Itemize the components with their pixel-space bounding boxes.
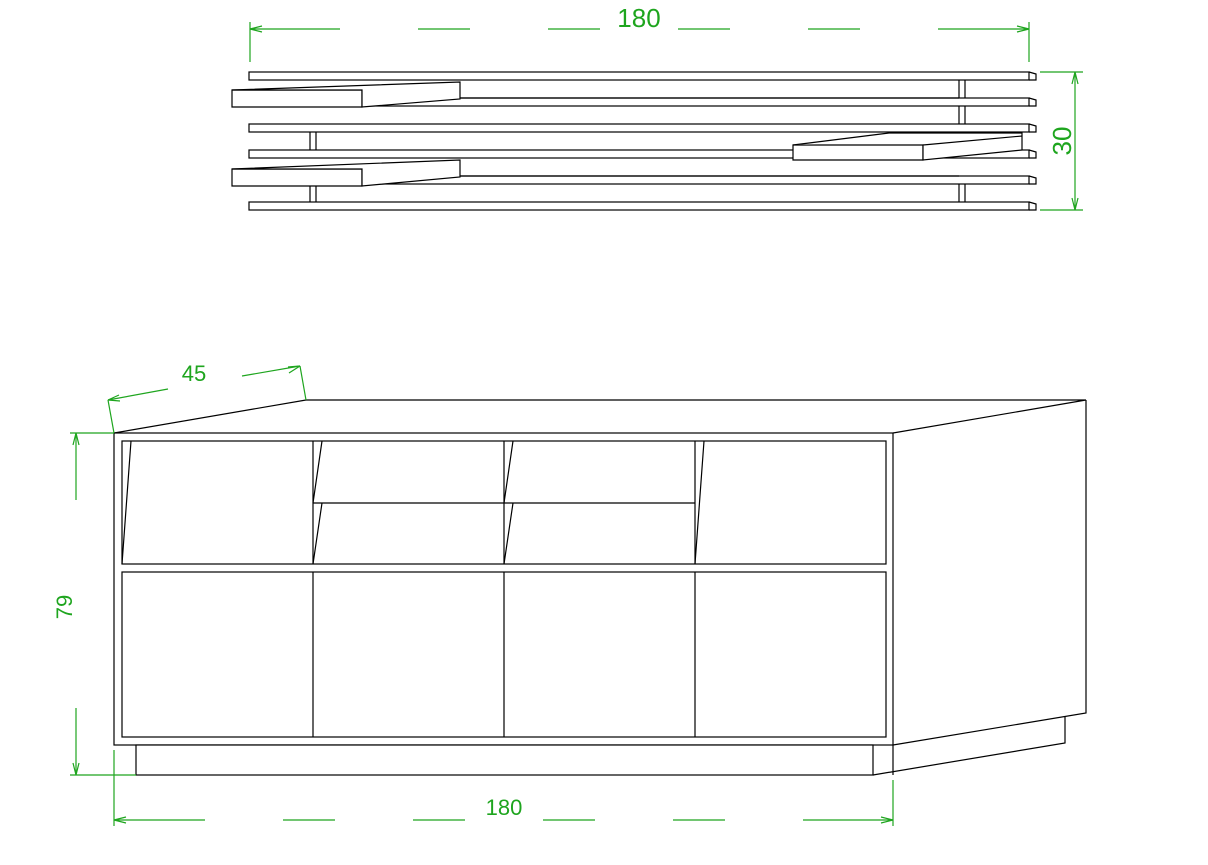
- cabinet-top-plane: [113, 399, 1087, 434]
- plan-width-arrows: [249, 25, 1030, 33]
- elevation-width-label: 180: [486, 795, 523, 820]
- elevation-height-arrows: [72, 432, 80, 776]
- plan-view: [231, 71, 1037, 211]
- elevation-height-dimension: 79: [52, 432, 136, 776]
- plan-width-label: 180: [617, 3, 660, 33]
- elevation-height-extension-lines: [70, 432, 136, 776]
- elevation-depth-dimension-line: [107, 365, 301, 401]
- cabinet-side-plane: [892, 400, 1087, 746]
- plan-posts: [309, 80, 966, 202]
- plan-flap-right: [792, 144, 924, 161]
- plan-slat-ends: [1028, 71, 1037, 211]
- elevation-width-extension-lines: [113, 750, 894, 826]
- plan-flap-upper-left-face: [231, 81, 461, 108]
- plan-rails: [460, 97, 959, 177]
- elevation-depth-label: 45: [182, 361, 206, 386]
- elevation-depth-extension-lines: [107, 365, 307, 434]
- plan-depth-extension-lines: [1040, 71, 1083, 211]
- plan-flap-upper-left: [231, 89, 363, 108]
- plan-slat-1: [248, 71, 1030, 81]
- upper-bevels: [121, 440, 705, 565]
- plan-slat-4: [248, 149, 1030, 159]
- elevation-depth-dimension: 45: [107, 361, 307, 434]
- plan-slat-3: [248, 123, 1030, 133]
- plan-flap-lower-left: [231, 168, 363, 187]
- cabinet-plinth: [135, 744, 874, 776]
- lower-dividers: [312, 572, 696, 737]
- plan-flap-lower-left-face: [231, 159, 461, 187]
- elevation-width-arrows: [113, 816, 894, 824]
- plan-slat-6: [248, 201, 1030, 211]
- plan-flap-right-face: [792, 132, 1023, 161]
- elevation-view: [113, 399, 1087, 776]
- plan-width-dimension: 180: [249, 3, 1030, 62]
- plan-depth-arrows: [1071, 71, 1079, 211]
- cabinet-side-plinth: [872, 717, 1066, 776]
- elevation-height-label: 79: [52, 595, 77, 619]
- elevation-width-dimension: 180: [113, 750, 894, 826]
- plan-depth-dimension: 30: [1040, 71, 1083, 211]
- elevation-depth-arrows: [107, 365, 301, 402]
- plan-depth-label: 30: [1047, 127, 1077, 156]
